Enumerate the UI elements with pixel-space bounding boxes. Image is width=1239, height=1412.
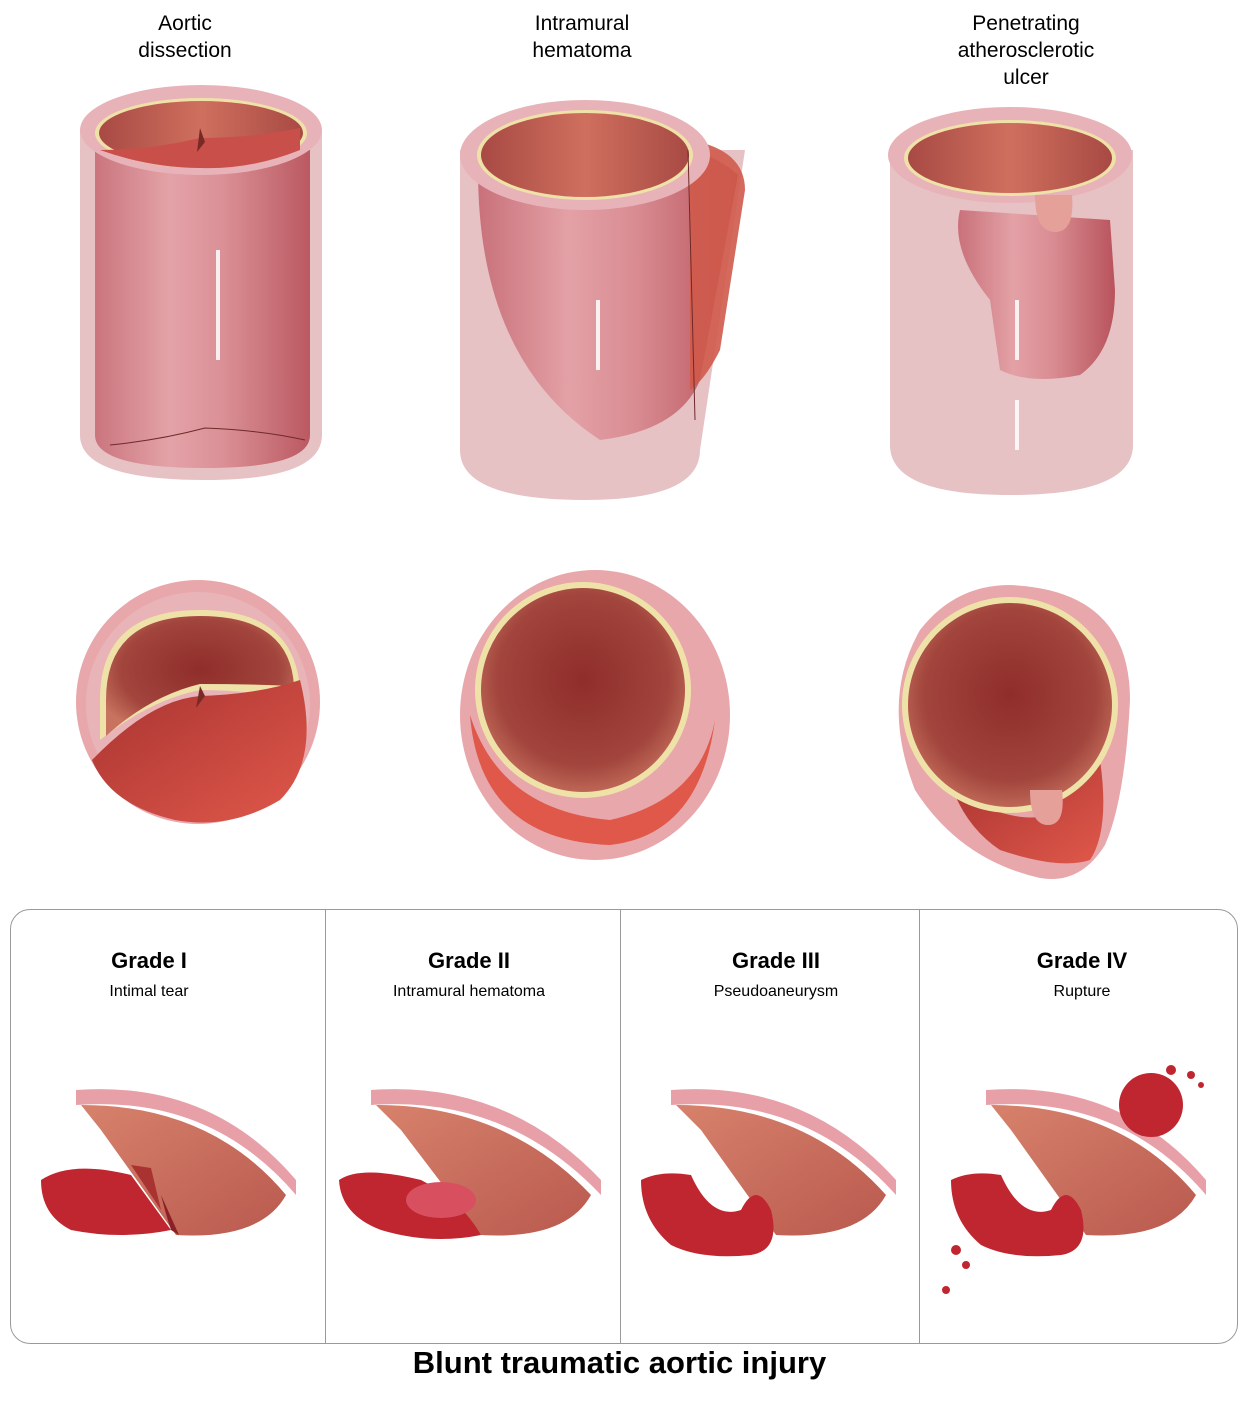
ulcer-cross-section: [899, 585, 1130, 879]
ulcer-cylinder: [888, 107, 1133, 495]
aortic-lesion-illustrations: [0, 0, 1239, 900]
dissection-cross-section: [76, 580, 320, 824]
grade-illustrations: [11, 910, 1237, 1343]
grade-4-illustration: [942, 1065, 1206, 1294]
dissection-cylinder: [80, 85, 322, 480]
page-title: Blunt traumatic aortic injury: [0, 1345, 1239, 1381]
grades-panel: Grade I Intimal tear Grade II Intramural…: [10, 909, 1238, 1344]
grade-2-illustration: [339, 1089, 601, 1239]
grade-3-illustration: [641, 1089, 896, 1256]
hematoma-cross-section: [460, 570, 730, 860]
hematoma-cylinder: [460, 100, 745, 500]
grade-1-illustration: [41, 1089, 296, 1235]
